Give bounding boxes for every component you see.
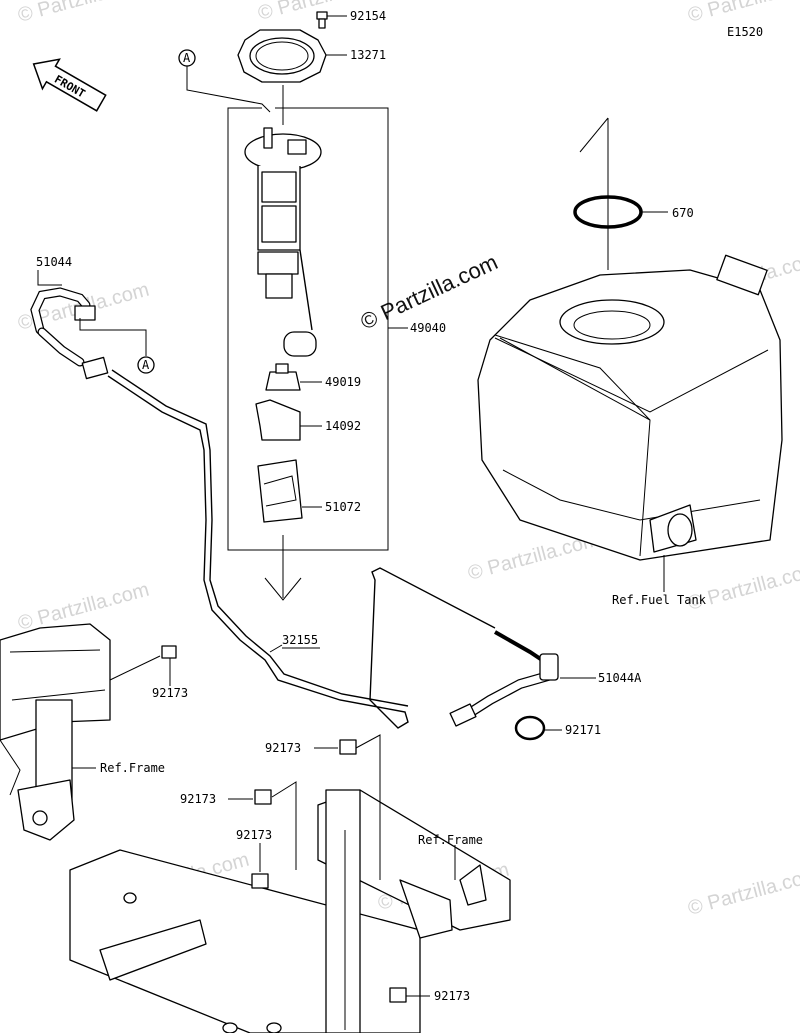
ref-a-label: A [183,51,191,65]
watermark-tile: © Partzilla.com [686,0,800,27]
callout-92173-a: 92173 [152,686,188,700]
fuel-pump-49040 [244,127,322,357]
frame-bottom: Ref.Frame [69,789,511,1033]
hose-51044a: 51044A [449,630,642,727]
callout-92173-e: 92173 [434,989,470,1003]
fuel-line-32155: 32155 [107,369,496,729]
callout-51044a: 51044A [598,671,642,685]
callout-49040: 49040 [410,321,446,335]
frame-left: Ref.Frame [0,623,165,841]
clamp-92171: 92171 [514,715,601,741]
callout-670: 670 [672,206,694,220]
callout-51072: 51072 [325,500,361,514]
bolt-92154: 92154 [316,9,386,29]
ref-a-label-2: A [142,358,150,372]
bracket-14092: 14092 [255,399,361,441]
front-arrow-icon: FRONT [32,58,107,112]
fuel-tank: Ref.Fuel Tank [477,254,783,607]
callout-92173-c: 92173 [180,792,216,806]
clip-92173-e: 92173 [389,987,470,1003]
callout-92171: 92171 [565,723,601,737]
watermark-tile: © Partzilla.com [686,864,800,920]
callout-13271: 13271 [350,48,386,62]
ref-fuel-tank-label: Ref.Fuel Tank [612,593,707,607]
ref-frame-label-left: Ref.Frame [100,761,165,775]
clip-92173-c: 92173 [180,781,297,870]
ref-frame-label-bottom: Ref.Frame [418,833,483,847]
filter-49019: 49019 [265,363,361,391]
callout-92173-d: 92173 [236,828,272,842]
plate-13271: 13271 [237,29,386,83]
watermark-tile: © Partzilla.com [16,0,152,27]
pump-assembly-bracket [227,107,389,551]
hose-51044: 51044 A [30,255,155,380]
cup-51072: 51072 [257,459,361,523]
clip-92173-b: 92173 [265,734,381,880]
callout-49019: 49019 [325,375,361,389]
callout-51044: 51044 [36,255,72,269]
callout-14092: 14092 [325,419,361,433]
callout-92154: 92154 [350,9,386,23]
callout-32155: 32155 [282,633,318,647]
clip-92173-d: 92173 [236,828,272,889]
o-ring-670: 670 [573,117,694,270]
clip-92173-a: 92173 [109,645,188,700]
callout-92173-b: 92173 [265,741,301,755]
ref-a-marker-2 [137,356,155,374]
diagram-code: E1520 [727,25,763,39]
